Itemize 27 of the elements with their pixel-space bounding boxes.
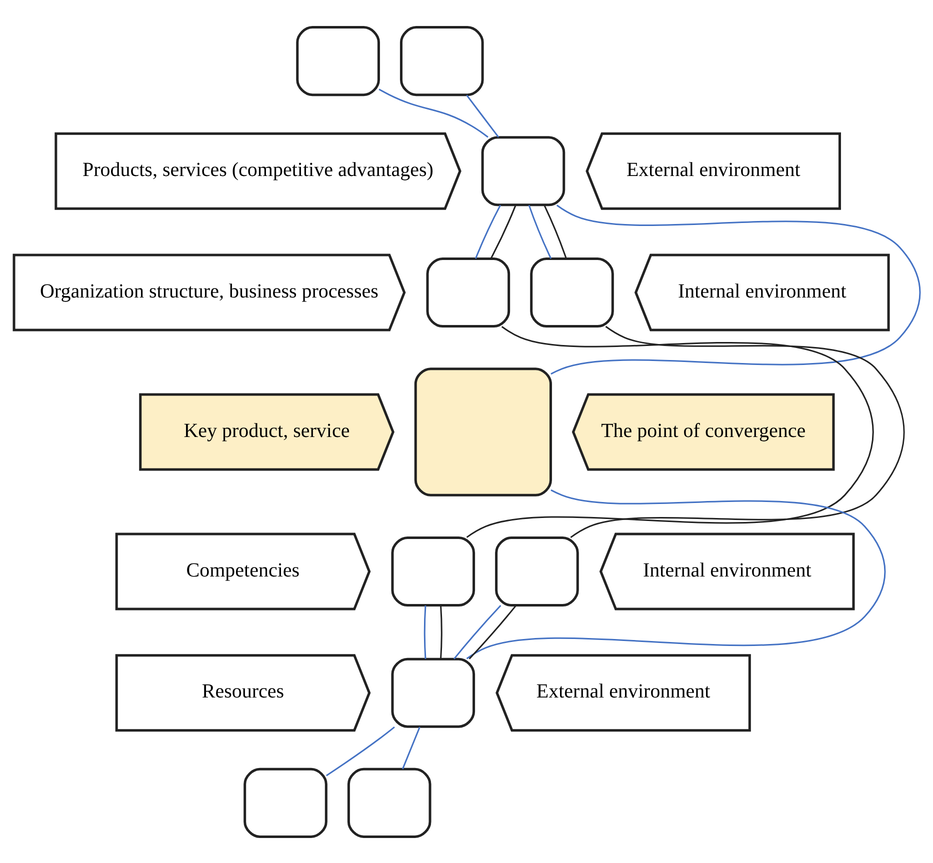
connector — [570, 325, 904, 538]
node-box — [426, 256, 510, 328]
connector — [452, 604, 501, 659]
connector — [543, 204, 566, 258]
connector — [401, 726, 420, 769]
connector — [440, 605, 442, 658]
connector — [466, 488, 885, 659]
node-box — [346, 767, 431, 838]
connector — [466, 94, 499, 138]
node-box — [399, 26, 484, 96]
node-box — [494, 536, 578, 606]
connector — [423, 605, 426, 658]
connector — [466, 326, 874, 538]
connector — [550, 204, 920, 374]
node-box — [414, 367, 552, 496]
node-box — [480, 136, 565, 206]
node-box — [530, 256, 614, 328]
node-box — [243, 767, 327, 838]
connector — [468, 604, 516, 659]
node-box — [296, 26, 380, 96]
connector — [325, 726, 394, 776]
connector — [474, 204, 501, 258]
connector — [528, 204, 552, 258]
connector — [378, 88, 488, 138]
connector — [490, 204, 516, 258]
node-box — [390, 657, 475, 728]
node-box — [390, 536, 475, 606]
